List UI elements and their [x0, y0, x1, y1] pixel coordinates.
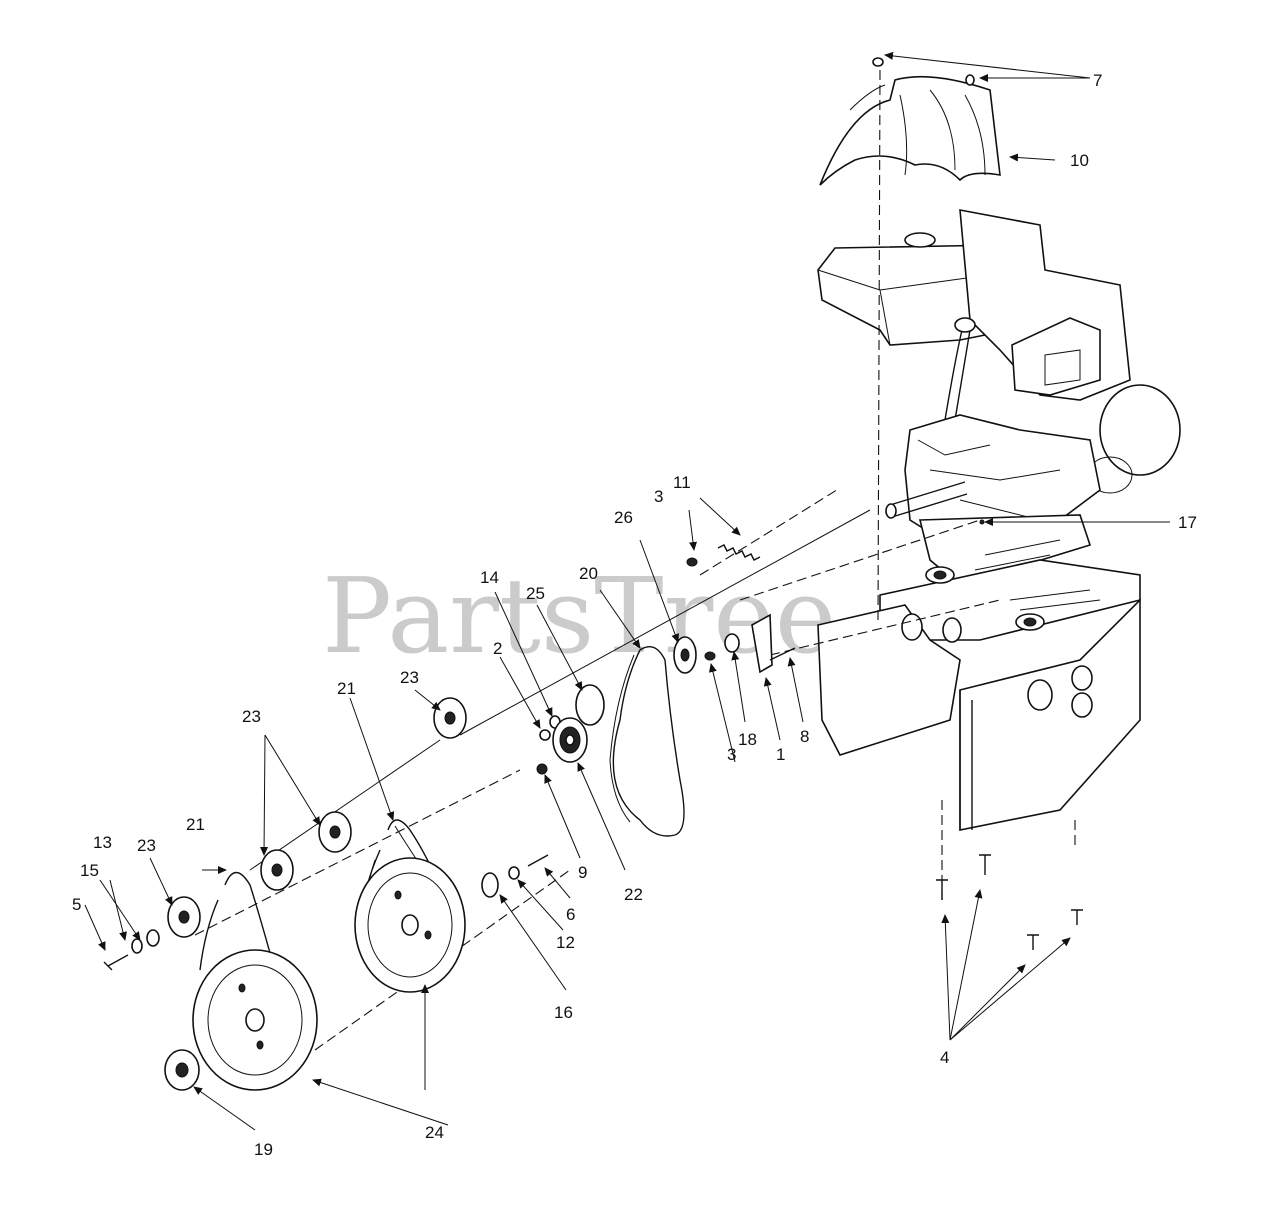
callout-10: 10	[1070, 151, 1089, 170]
callout-19: 19	[254, 1140, 273, 1159]
callout-14: 14	[480, 568, 499, 587]
callout-8: 8	[800, 727, 809, 746]
callout-23-left: 23	[137, 836, 156, 855]
callout-15: 15	[80, 861, 99, 880]
frame-housing	[817, 559, 1141, 831]
callout-leaders	[84, 51, 1170, 1131]
callout-6: 6	[566, 905, 575, 924]
callout-26: 26	[614, 508, 633, 527]
callout-4: 4	[940, 1048, 949, 1067]
engine-assembly	[817, 75, 1181, 586]
callout-3-lower: 3	[727, 745, 736, 764]
callout-11: 11	[673, 473, 691, 492]
flywheel-housing-part	[1099, 384, 1181, 476]
callout-13: 13	[93, 833, 112, 852]
callout-18: 18	[738, 730, 757, 749]
callout-21-lower: 21	[186, 815, 205, 834]
drive-belt-part	[612, 646, 685, 837]
callout-22: 22	[624, 885, 643, 904]
engine-shroud-part	[819, 75, 1001, 186]
callout-1: 1	[776, 745, 785, 764]
callout-17: 17	[1178, 513, 1197, 532]
hardware-parts	[103, 57, 1083, 971]
callout-20: 20	[579, 564, 598, 583]
muffler-part	[1011, 317, 1101, 396]
pulleys	[164, 819, 466, 1091]
callout-12: 12	[556, 933, 575, 952]
callout-5: 5	[72, 895, 81, 914]
callout-16: 16	[554, 1003, 573, 1022]
callout-24: 24	[425, 1123, 444, 1142]
callout-23-middle: 23	[242, 707, 261, 726]
callout-2: 2	[493, 639, 502, 658]
callout-21-upper: 21	[337, 679, 356, 698]
callout-23-right: 23	[400, 668, 419, 687]
callout-labels: 1 2 3 3 4 5 6 7 8 9 10 11 12 13 14 15 16…	[72, 71, 1197, 1159]
callout-3-upper: 3	[654, 487, 663, 506]
callout-7: 7	[1093, 71, 1102, 90]
callout-9: 9	[578, 863, 587, 882]
callout-25: 25	[526, 584, 545, 603]
